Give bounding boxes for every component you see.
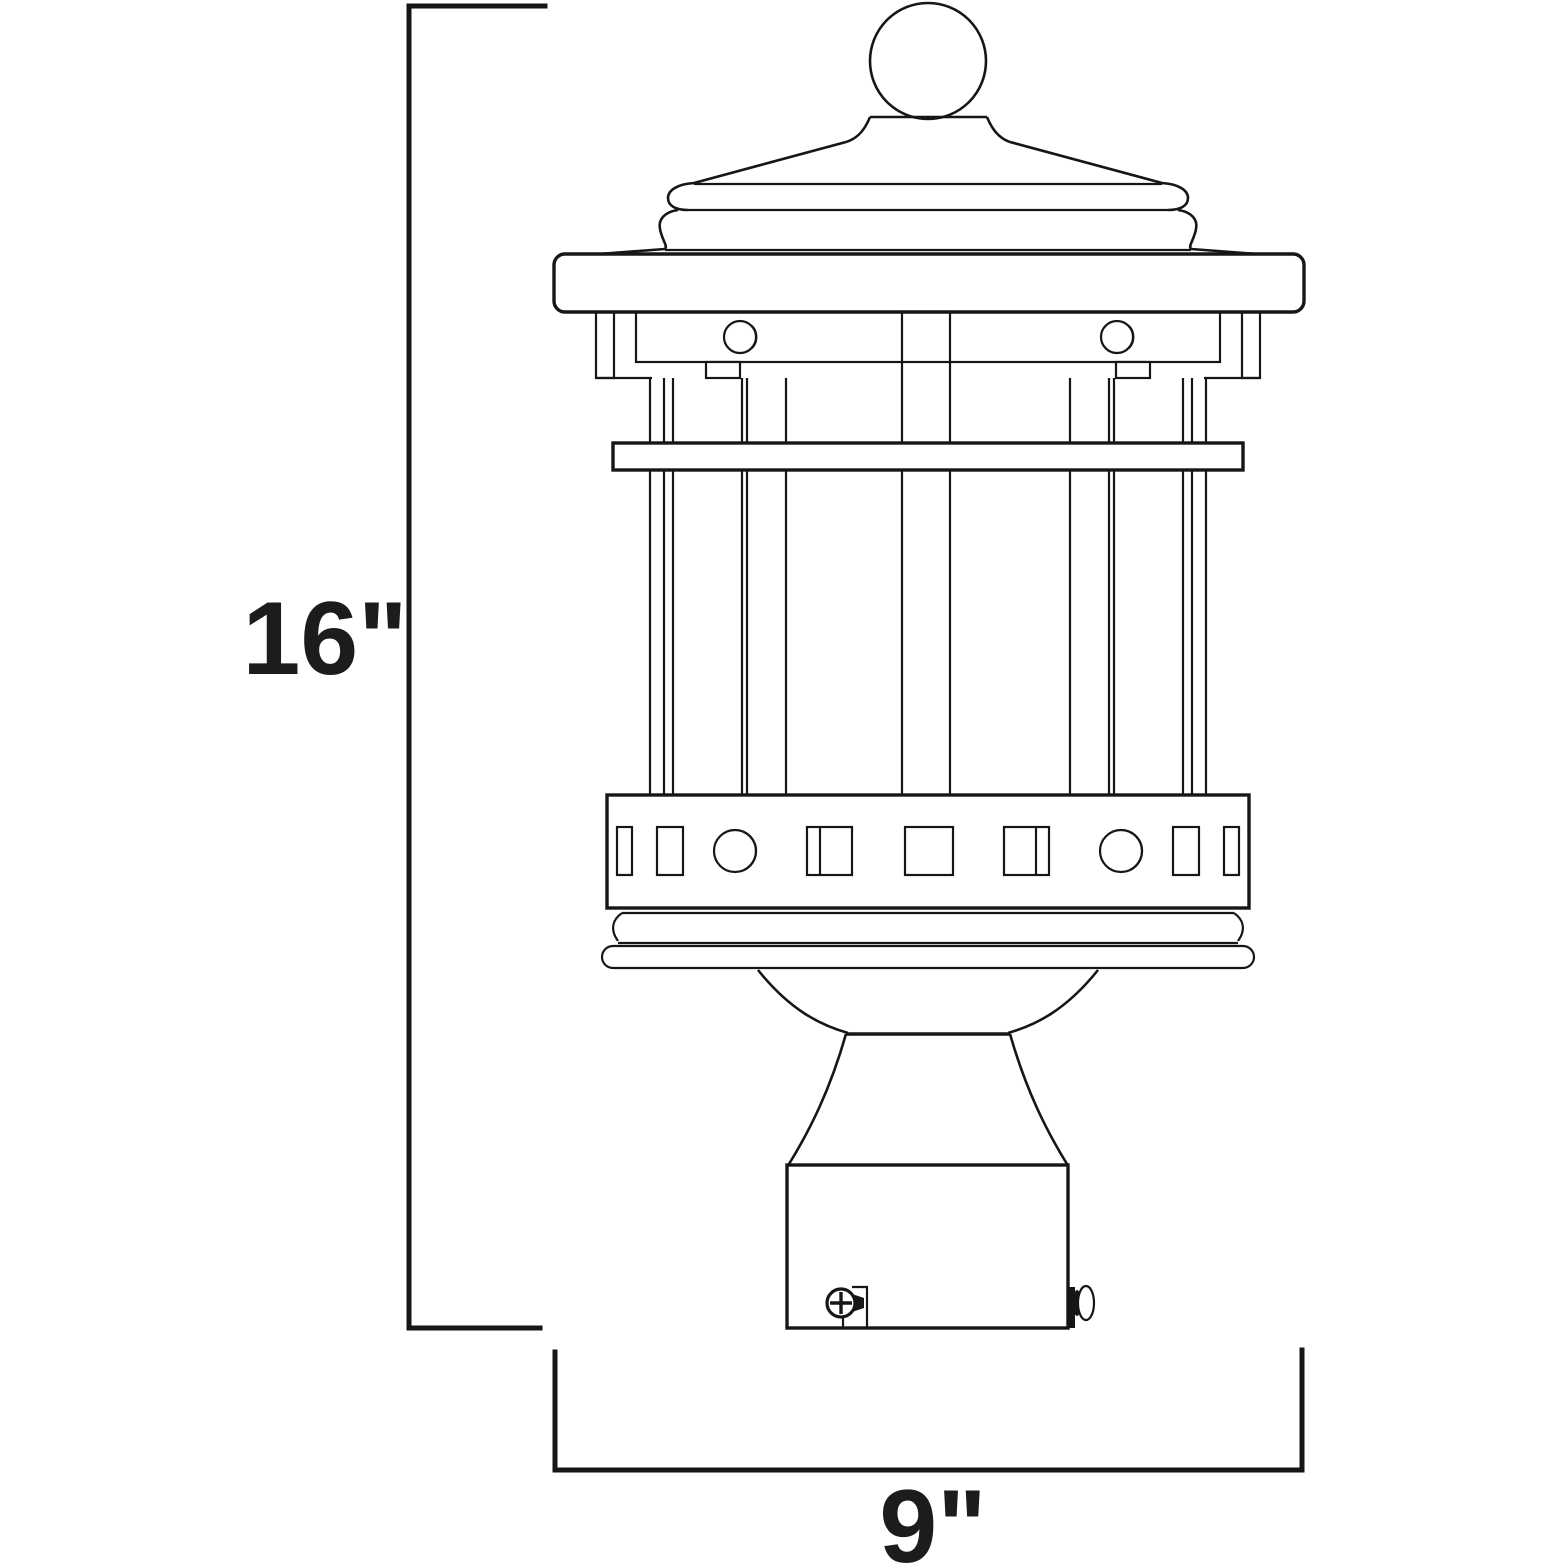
band-circle-ornament bbox=[1098, 828, 1144, 874]
collar bbox=[594, 310, 1262, 380]
base-molding bbox=[600, 911, 1256, 970]
height-dimension-line bbox=[406, 3, 548, 1331]
hanger-tab bbox=[1114, 360, 1152, 380]
hanger-tab bbox=[704, 360, 742, 380]
band-circle-ornament bbox=[712, 828, 758, 874]
height-dimension-label: 16" bbox=[243, 581, 408, 697]
base-taper bbox=[756, 969, 1100, 1165]
decorative-band bbox=[605, 793, 1251, 910]
roof bbox=[559, 116, 1297, 259]
width-dimension-line bbox=[552, 1347, 1305, 1473]
mid-rail bbox=[611, 441, 1245, 472]
cage-bars bbox=[648, 378, 1208, 798]
bolt-icon bbox=[1099, 319, 1135, 355]
center-support-column bbox=[900, 310, 952, 800]
side-screw-icon bbox=[1068, 1284, 1096, 1328]
ball-finial bbox=[868, 1, 988, 121]
bolt-icon bbox=[722, 319, 758, 355]
post-fitter bbox=[785, 1163, 1096, 1330]
phillips-screw-icon bbox=[825, 1285, 869, 1328]
width-dimension-label: 9" bbox=[879, 1469, 986, 1568]
roof-brim bbox=[552, 252, 1306, 314]
